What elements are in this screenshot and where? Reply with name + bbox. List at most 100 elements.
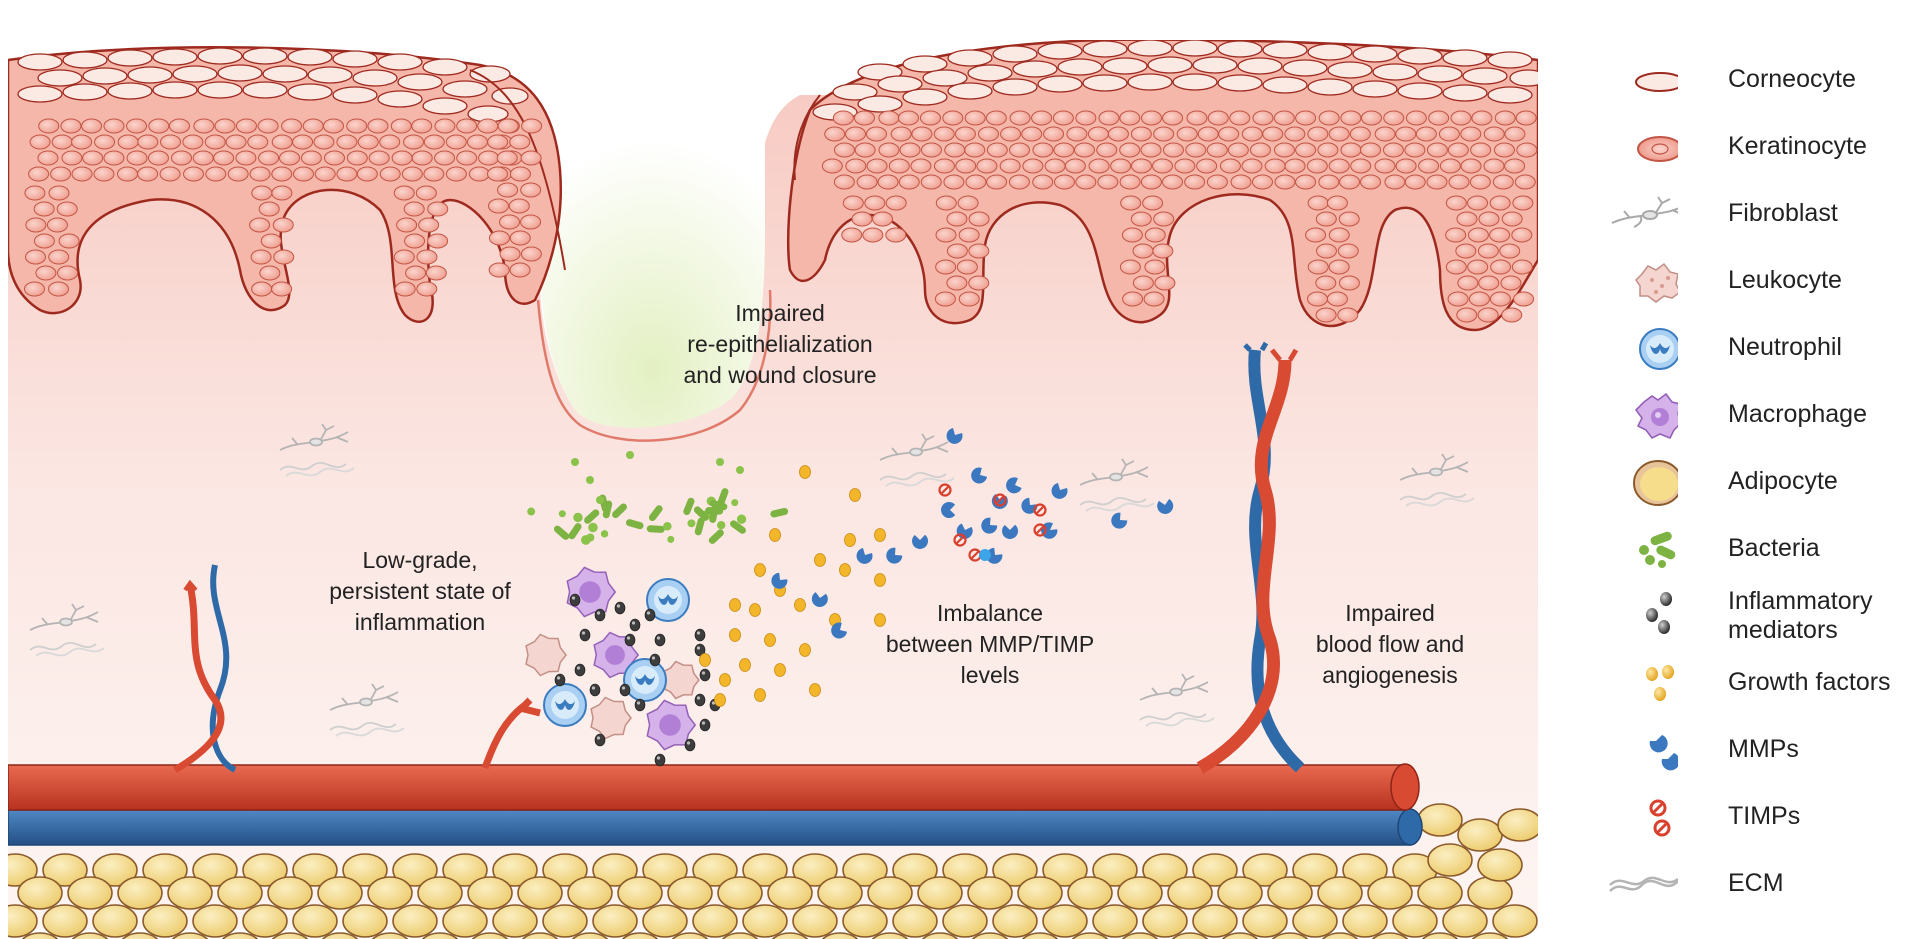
bacterium	[625, 519, 644, 530]
keratinocyte	[1326, 291, 1348, 307]
keratinocyte	[81, 118, 103, 134]
keratinocyte	[920, 142, 942, 158]
adipocyte	[642, 853, 688, 887]
keratinocyte	[1318, 174, 1340, 190]
keratinocyte	[943, 174, 965, 190]
keratinocyte	[1349, 126, 1371, 142]
keratinocyte	[1455, 243, 1477, 259]
keratinocyte	[878, 110, 900, 126]
keratinocyte	[29, 134, 51, 150]
caption-line: Imbalance	[936, 600, 1044, 626]
keratinocyte	[1252, 174, 1274, 190]
keratinocyte	[259, 265, 281, 281]
keratinocyte	[1162, 142, 1184, 158]
keratinocyte	[48, 185, 70, 201]
keratinocyte	[946, 275, 968, 291]
keratinocyte	[1492, 174, 1514, 190]
keratinocyte	[968, 275, 990, 291]
adipocyte	[892, 904, 938, 938]
growth-factor	[874, 573, 886, 587]
keratinocyte	[478, 150, 500, 166]
growth-factor	[714, 693, 726, 707]
adipocyte	[1121, 932, 1159, 939]
keratinocyte	[1130, 126, 1152, 142]
keratinocyte	[396, 217, 418, 233]
legend-label: MMPs	[1728, 735, 1799, 763]
keratinocyte	[82, 150, 104, 166]
keratinocyte	[1456, 211, 1478, 227]
keratinocyte	[423, 166, 445, 182]
keratinocyte	[71, 166, 93, 182]
keratinocyte	[1494, 110, 1516, 126]
adipocyte	[267, 876, 313, 910]
keratinocyte	[920, 174, 942, 190]
keratinocyte	[946, 211, 968, 227]
keratinocyte	[1088, 158, 1110, 174]
keratinocyte	[1140, 174, 1162, 190]
inflammatory-mediator	[579, 628, 591, 642]
adipocyte	[1042, 904, 1088, 938]
keratinocyte	[235, 118, 257, 134]
keratinocyte	[1227, 142, 1249, 158]
adipocyte	[421, 932, 459, 939]
keratinocyte	[1478, 275, 1500, 291]
keratinocyte	[356, 166, 378, 182]
keratinocyte	[1306, 158, 1328, 174]
adipocyte	[242, 904, 288, 938]
adipocyte-icon	[1633, 460, 1678, 506]
adipocyte	[1292, 904, 1338, 938]
adipocyte	[1477, 848, 1523, 882]
caption-line: re-epithelialization	[687, 331, 873, 357]
keratinocyte	[878, 142, 900, 158]
legend-label: Neutrophil	[1728, 333, 1842, 361]
bacterium	[730, 520, 746, 534]
keratinocyte	[957, 195, 979, 211]
keratinocyte	[250, 249, 272, 265]
keratinocyte	[488, 262, 510, 278]
keratinocyte	[56, 201, 78, 217]
keratinocyte	[322, 118, 344, 134]
inflammatory-mediator	[654, 753, 666, 767]
adipocyte	[917, 876, 963, 910]
keratinocyte	[1447, 291, 1469, 307]
adipocyte	[392, 904, 438, 938]
bacterium	[648, 505, 663, 522]
keratinocyte	[103, 150, 125, 166]
adipocyte	[521, 932, 559, 939]
keratinocyte	[247, 134, 269, 150]
caption-line: angiogenesis	[1322, 662, 1458, 688]
caption-mmp-timp: Imbalance between MMP/TIMP levels	[870, 598, 1110, 691]
adipocyte	[717, 876, 763, 910]
keratinocyte	[509, 230, 531, 246]
adipocyte	[1442, 904, 1488, 938]
keratinocyte	[477, 118, 499, 134]
keratinocyte	[1467, 227, 1489, 243]
keratinocyte	[1360, 110, 1382, 126]
keratinocyte	[942, 110, 964, 126]
caption-line: Impaired	[735, 300, 825, 326]
keratinocyte	[1326, 195, 1348, 211]
keratinocyte	[1467, 195, 1489, 211]
adipocyte	[42, 904, 88, 938]
keratinocyte	[1460, 126, 1482, 142]
bacterium	[709, 499, 728, 511]
keratinocyte	[833, 174, 855, 190]
adipocyte	[1092, 853, 1138, 887]
keratinocyte	[1252, 110, 1274, 126]
bacterium	[596, 496, 604, 504]
keratinocyte	[302, 118, 324, 134]
keratinocyte	[1338, 275, 1360, 291]
adipocyte	[21, 932, 59, 939]
inflammatory-mediators-icon	[1646, 592, 1672, 634]
keratinocyte	[1249, 142, 1271, 158]
keratinocyte	[508, 198, 530, 214]
keratinocyte	[159, 166, 181, 182]
growth-factor	[799, 643, 811, 657]
keratinocyte	[48, 281, 70, 297]
adipocyte	[1092, 904, 1138, 938]
keratinocyte	[1428, 110, 1450, 126]
adipocyte	[517, 876, 563, 910]
legend-label: Leukocyte	[1728, 266, 1842, 294]
keratinocyte	[499, 214, 521, 230]
adipocyte	[821, 932, 859, 939]
